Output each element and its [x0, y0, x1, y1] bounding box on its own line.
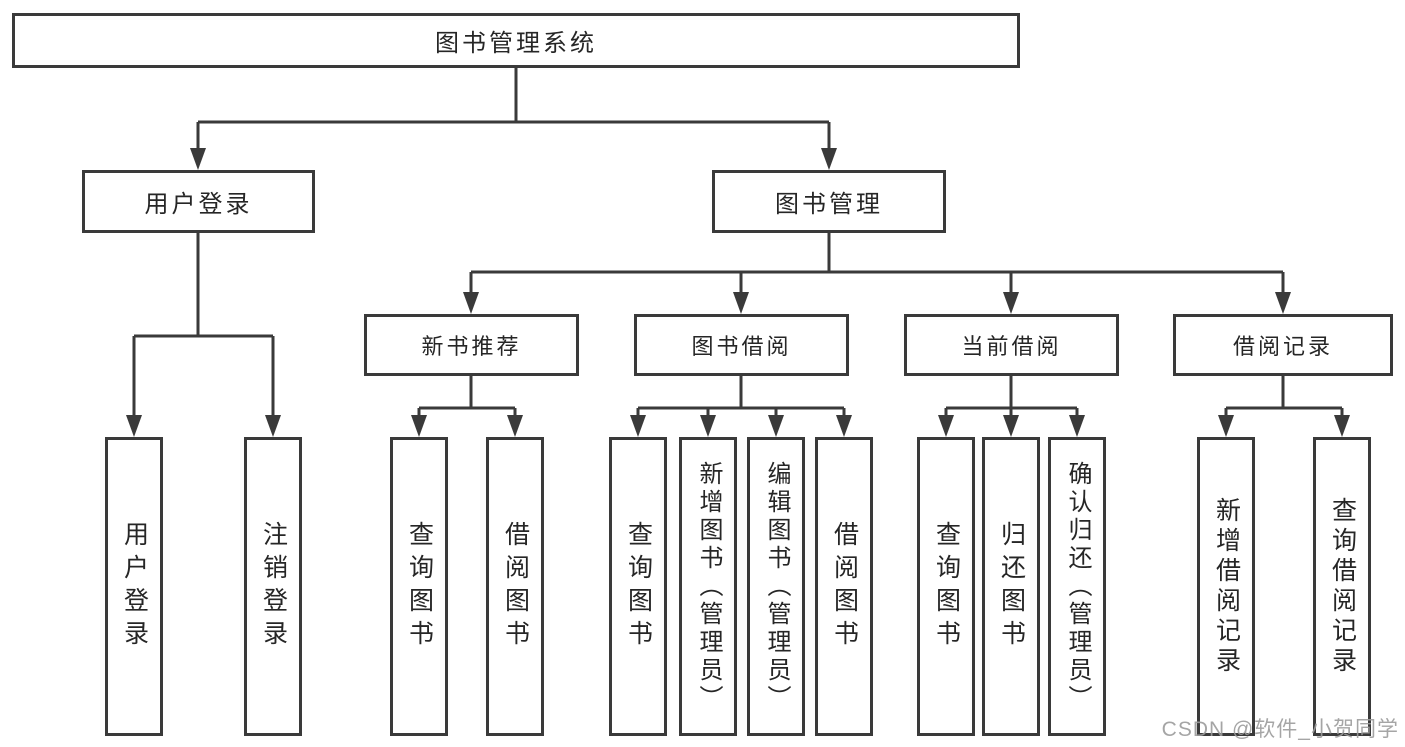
leaf-user-login: 用户登录 — [105, 437, 163, 736]
node-new-book-recommend: 新书推荐 — [364, 314, 579, 376]
node-borrow-records: 借阅记录 — [1173, 314, 1393, 376]
node-book-management: 图书管理 — [712, 170, 946, 233]
leaf-bb-edit-books: 编辑图书（管理员） — [747, 437, 805, 736]
leaf-bb-query-books-label: 查询图书 — [624, 520, 653, 653]
leaf-bb-add-books: 新增图书（管理员） — [679, 437, 737, 736]
leaf-br-add-record: 新增借阅记录 — [1197, 437, 1255, 736]
leaf-br-query-record: 查询借阅记录 — [1313, 437, 1371, 736]
leaf-bb-add-books-label: 新增图书（管理员） — [695, 460, 722, 713]
connector-book-management-children — [463, 233, 1291, 314]
connector-user-login-children — [126, 233, 281, 437]
leaf-bb-borrow-books-label: 借阅图书 — [830, 520, 859, 653]
leaf-cb-query-books-label: 查询图书 — [932, 520, 961, 653]
leaf-bb-query-books: 查询图书 — [609, 437, 667, 736]
leaf-logout: 注销登录 — [244, 437, 302, 736]
leaf-nb-query-books: 查询图书 — [390, 437, 448, 736]
leaf-cb-query-books: 查询图书 — [917, 437, 975, 736]
connector-borrow-records-children — [1218, 376, 1350, 437]
leaf-nb-query-books-label: 查询图书 — [405, 520, 434, 653]
leaf-br-query-record-label: 查询借阅记录 — [1328, 496, 1357, 677]
leaf-br-add-record-label: 新增借阅记录 — [1212, 496, 1241, 677]
connector-current-borrow-children — [938, 376, 1085, 437]
node-root-system: 图书管理系统 — [12, 13, 1020, 68]
node-book-borrow: 图书借阅 — [634, 314, 849, 376]
leaf-bb-edit-books-label: 编辑图书（管理员） — [763, 460, 790, 713]
leaf-cb-confirm-return: 确认归还（管理员） — [1048, 437, 1106, 736]
leaf-nb-borrow-books-label: 借阅图书 — [501, 520, 530, 653]
connector-root-to-level2 — [190, 68, 837, 170]
leaf-bb-borrow-books: 借阅图书 — [815, 437, 873, 736]
connector-book-borrow-children — [630, 376, 852, 437]
leaf-user-login-label: 用户登录 — [120, 520, 149, 653]
node-current-borrow: 当前借阅 — [904, 314, 1119, 376]
connector-new-book-recommend-children — [411, 376, 523, 437]
node-user-login: 用户登录 — [82, 170, 315, 233]
csdn-watermark: CSDN @软件_小贺同学 — [1161, 718, 1399, 741]
leaf-cb-confirm-return-label: 确认归还（管理员） — [1064, 460, 1091, 713]
leaf-cb-return-books: 归还图书 — [982, 437, 1040, 736]
leaf-nb-borrow-books: 借阅图书 — [486, 437, 544, 736]
leaf-cb-return-books-label: 归还图书 — [997, 520, 1026, 653]
leaf-logout-label: 注销登录 — [259, 520, 288, 653]
